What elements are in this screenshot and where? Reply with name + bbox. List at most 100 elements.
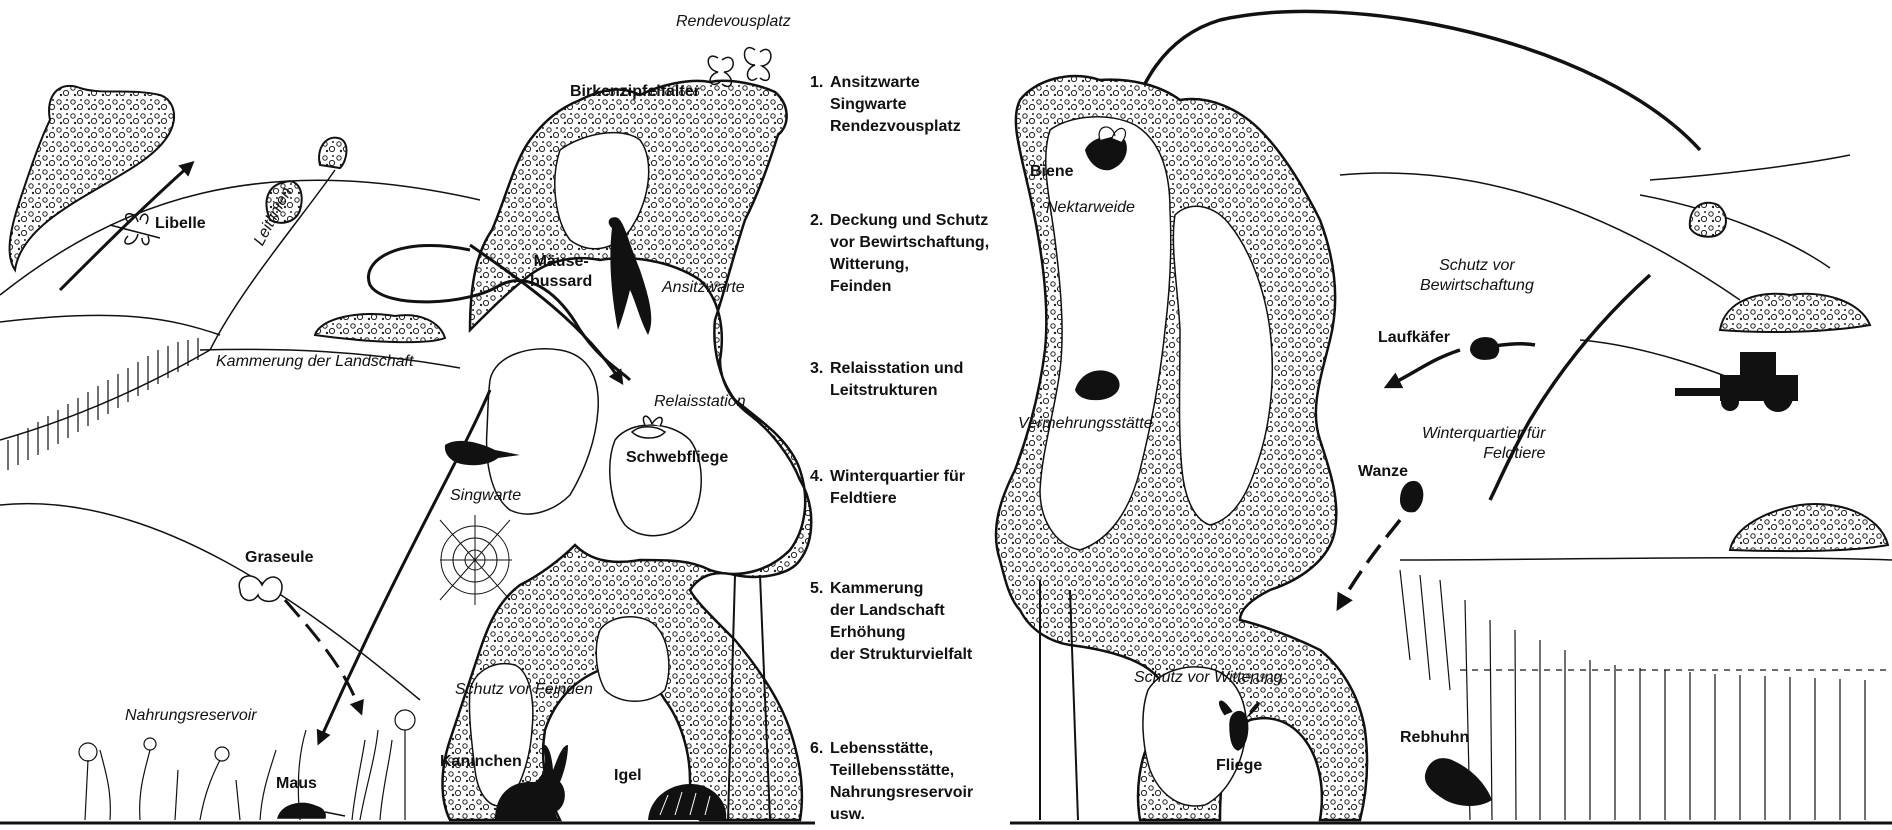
hedgehog-spines <box>659 791 711 816</box>
bug-icon <box>1400 480 1424 513</box>
crop-field-left <box>7 338 199 470</box>
legend-text: Kammerung der Landschaft Erhöhung der St… <box>830 580 973 663</box>
legend-item-4: 4. Winterquartier für Feldtiere <box>810 466 1050 512</box>
meadow-plants <box>78 709 416 821</box>
flight-arrow <box>469 243 624 385</box>
hedgehog-icon <box>648 784 727 820</box>
hedge-shrub <box>1718 292 1872 334</box>
schutz-witterung-label: Schutz vor Witterung <box>1134 669 1283 686</box>
leitlinien-line <box>209 169 336 351</box>
rendevousplatz-label: Rendevousplatz <box>676 13 791 30</box>
winterquartier-arrow <box>1488 273 1652 501</box>
legend-text: Lebensstätte, Teillebensstätte, Nahrungs… <box>830 740 974 823</box>
hill-line <box>1649 154 1851 181</box>
kammerung-label: Kammerung der Landschaft <box>216 353 414 370</box>
hedge-clearing <box>468 663 534 807</box>
schutz-feinden-label: Schutz vor Feinden <box>455 681 593 698</box>
witterung-arrow <box>1336 518 1402 612</box>
hill-line <box>0 314 221 336</box>
hedge-clearing <box>1039 116 1172 551</box>
legend-text: Deckung und Schutz vor Bewirtschaftung, … <box>830 212 990 295</box>
hill-line <box>1339 172 1741 301</box>
nektarweide-label: Nektarweide <box>1046 199 1135 216</box>
kaninchen-label: Kaninchen <box>440 753 522 770</box>
wanze-label: Wanze <box>1358 463 1409 480</box>
spiderweb-icon <box>439 515 512 605</box>
legend-item-2: 2. Deckung und Schutz vor Bewirtschaftun… <box>810 210 1050 302</box>
tree-trunk <box>1039 580 1079 821</box>
graseule-label: Graseule <box>245 549 314 566</box>
legend-number: 1. <box>810 74 824 91</box>
legend-number: 6. <box>810 740 824 757</box>
libelle-label: Libelle <box>155 215 206 232</box>
hedge-clearing <box>609 424 702 537</box>
fliege-label: Fliege <box>1216 757 1263 774</box>
crop-field-right <box>1399 569 1890 821</box>
legend-number: 3. <box>810 360 824 377</box>
bee-wings <box>1098 126 1127 143</box>
maus-arrow <box>316 389 492 746</box>
maeusebussard-label: Mäuse- bussard <box>530 253 593 290</box>
partridge-icon <box>1424 758 1492 806</box>
laufkaefer-arrow <box>1383 348 1461 389</box>
hill-line <box>0 179 481 296</box>
legend-item-1: 1. Ansitzwarte Singwarte Rendezvousplatz <box>810 72 1050 142</box>
hedge-shrub <box>8 84 175 273</box>
hedge-shrub <box>313 313 447 344</box>
moth-icon <box>238 575 283 603</box>
hedge-left-main <box>441 79 813 822</box>
rebhuhn-label: Rebhuhn <box>1400 729 1470 746</box>
laufkaefer-label: Laufkäfer <box>1378 329 1451 346</box>
legend-number: 2. <box>810 212 824 229</box>
biene-label: Biene <box>1030 163 1074 180</box>
buzzard-icon <box>608 217 652 335</box>
schutz-bewirtschaftung-label: Schutz vor Bewirtschaftung <box>1420 257 1534 294</box>
nahrungsreservoir-label: Nahrungsreservoir <box>125 707 257 724</box>
hedge-clearing <box>1172 205 1274 526</box>
mouse-icon <box>276 802 346 819</box>
winterquartier-label: Winterquartier für Feldtiere <box>1422 425 1546 462</box>
hedge-shrub <box>1688 201 1727 238</box>
songbird-icon <box>444 440 520 466</box>
fly-icon <box>1218 700 1260 751</box>
legend-number: 5. <box>810 580 824 597</box>
singwarte-label: Singwarte <box>450 487 522 504</box>
hill-line <box>1639 194 1831 269</box>
legend-text: Winterquartier für Feldtiere <box>830 468 965 507</box>
tractor-icon <box>1675 352 1798 412</box>
legend-item-5: 5. Kammerung der Landschaft Erhöhung der… <box>810 578 1050 670</box>
vermehrungsstaette-label: Vermehrungsstätte <box>1018 415 1153 432</box>
libelle-arrow <box>58 160 195 292</box>
graseule-arrow <box>283 599 364 716</box>
nest-icon <box>1075 370 1120 401</box>
legend-item-3: 3. Relaisstation und Leitstrukturen <box>810 358 1050 404</box>
hedge-clearing <box>595 616 670 702</box>
legend-text: Ansitzwarte Singwarte Rendezvousplatz <box>830 74 961 135</box>
tree-trunk <box>727 574 771 821</box>
hedge-clearing <box>554 131 650 250</box>
butterfly-icons <box>707 47 772 88</box>
hoverfly-icon <box>630 415 667 439</box>
legend-number: 4. <box>810 468 824 485</box>
beetle-icon <box>1470 337 1500 360</box>
hedge-shrub <box>318 136 348 170</box>
relaisstation-label: Relaisstation <box>654 393 746 410</box>
field-line <box>0 349 211 441</box>
hedge-shrub <box>1728 503 1890 553</box>
igel-label: Igel <box>614 767 642 784</box>
bee-icon <box>1085 136 1127 171</box>
legend-text: Relaisstation und Leitstrukturen <box>830 360 964 399</box>
schwebfliege-label: Schwebfliege <box>626 449 729 466</box>
dragonfly-icon <box>109 213 161 246</box>
hedge-clearing <box>485 348 599 515</box>
field-line <box>0 502 421 701</box>
rabbit-icon <box>495 744 568 820</box>
kammerung-line <box>199 348 461 369</box>
hedge-shrub <box>265 180 303 224</box>
biene-arrow <box>1125 9 1702 152</box>
legend-item-6: 6. Lebensstätte, Teillebensstätte, Nahru… <box>810 738 1050 830</box>
birkenzipfelfalter-label: Birkenzipfelfalter <box>570 83 700 100</box>
ansitzwarte-label: Ansitzwarte <box>662 279 745 296</box>
maus-label: Maus <box>276 775 317 792</box>
